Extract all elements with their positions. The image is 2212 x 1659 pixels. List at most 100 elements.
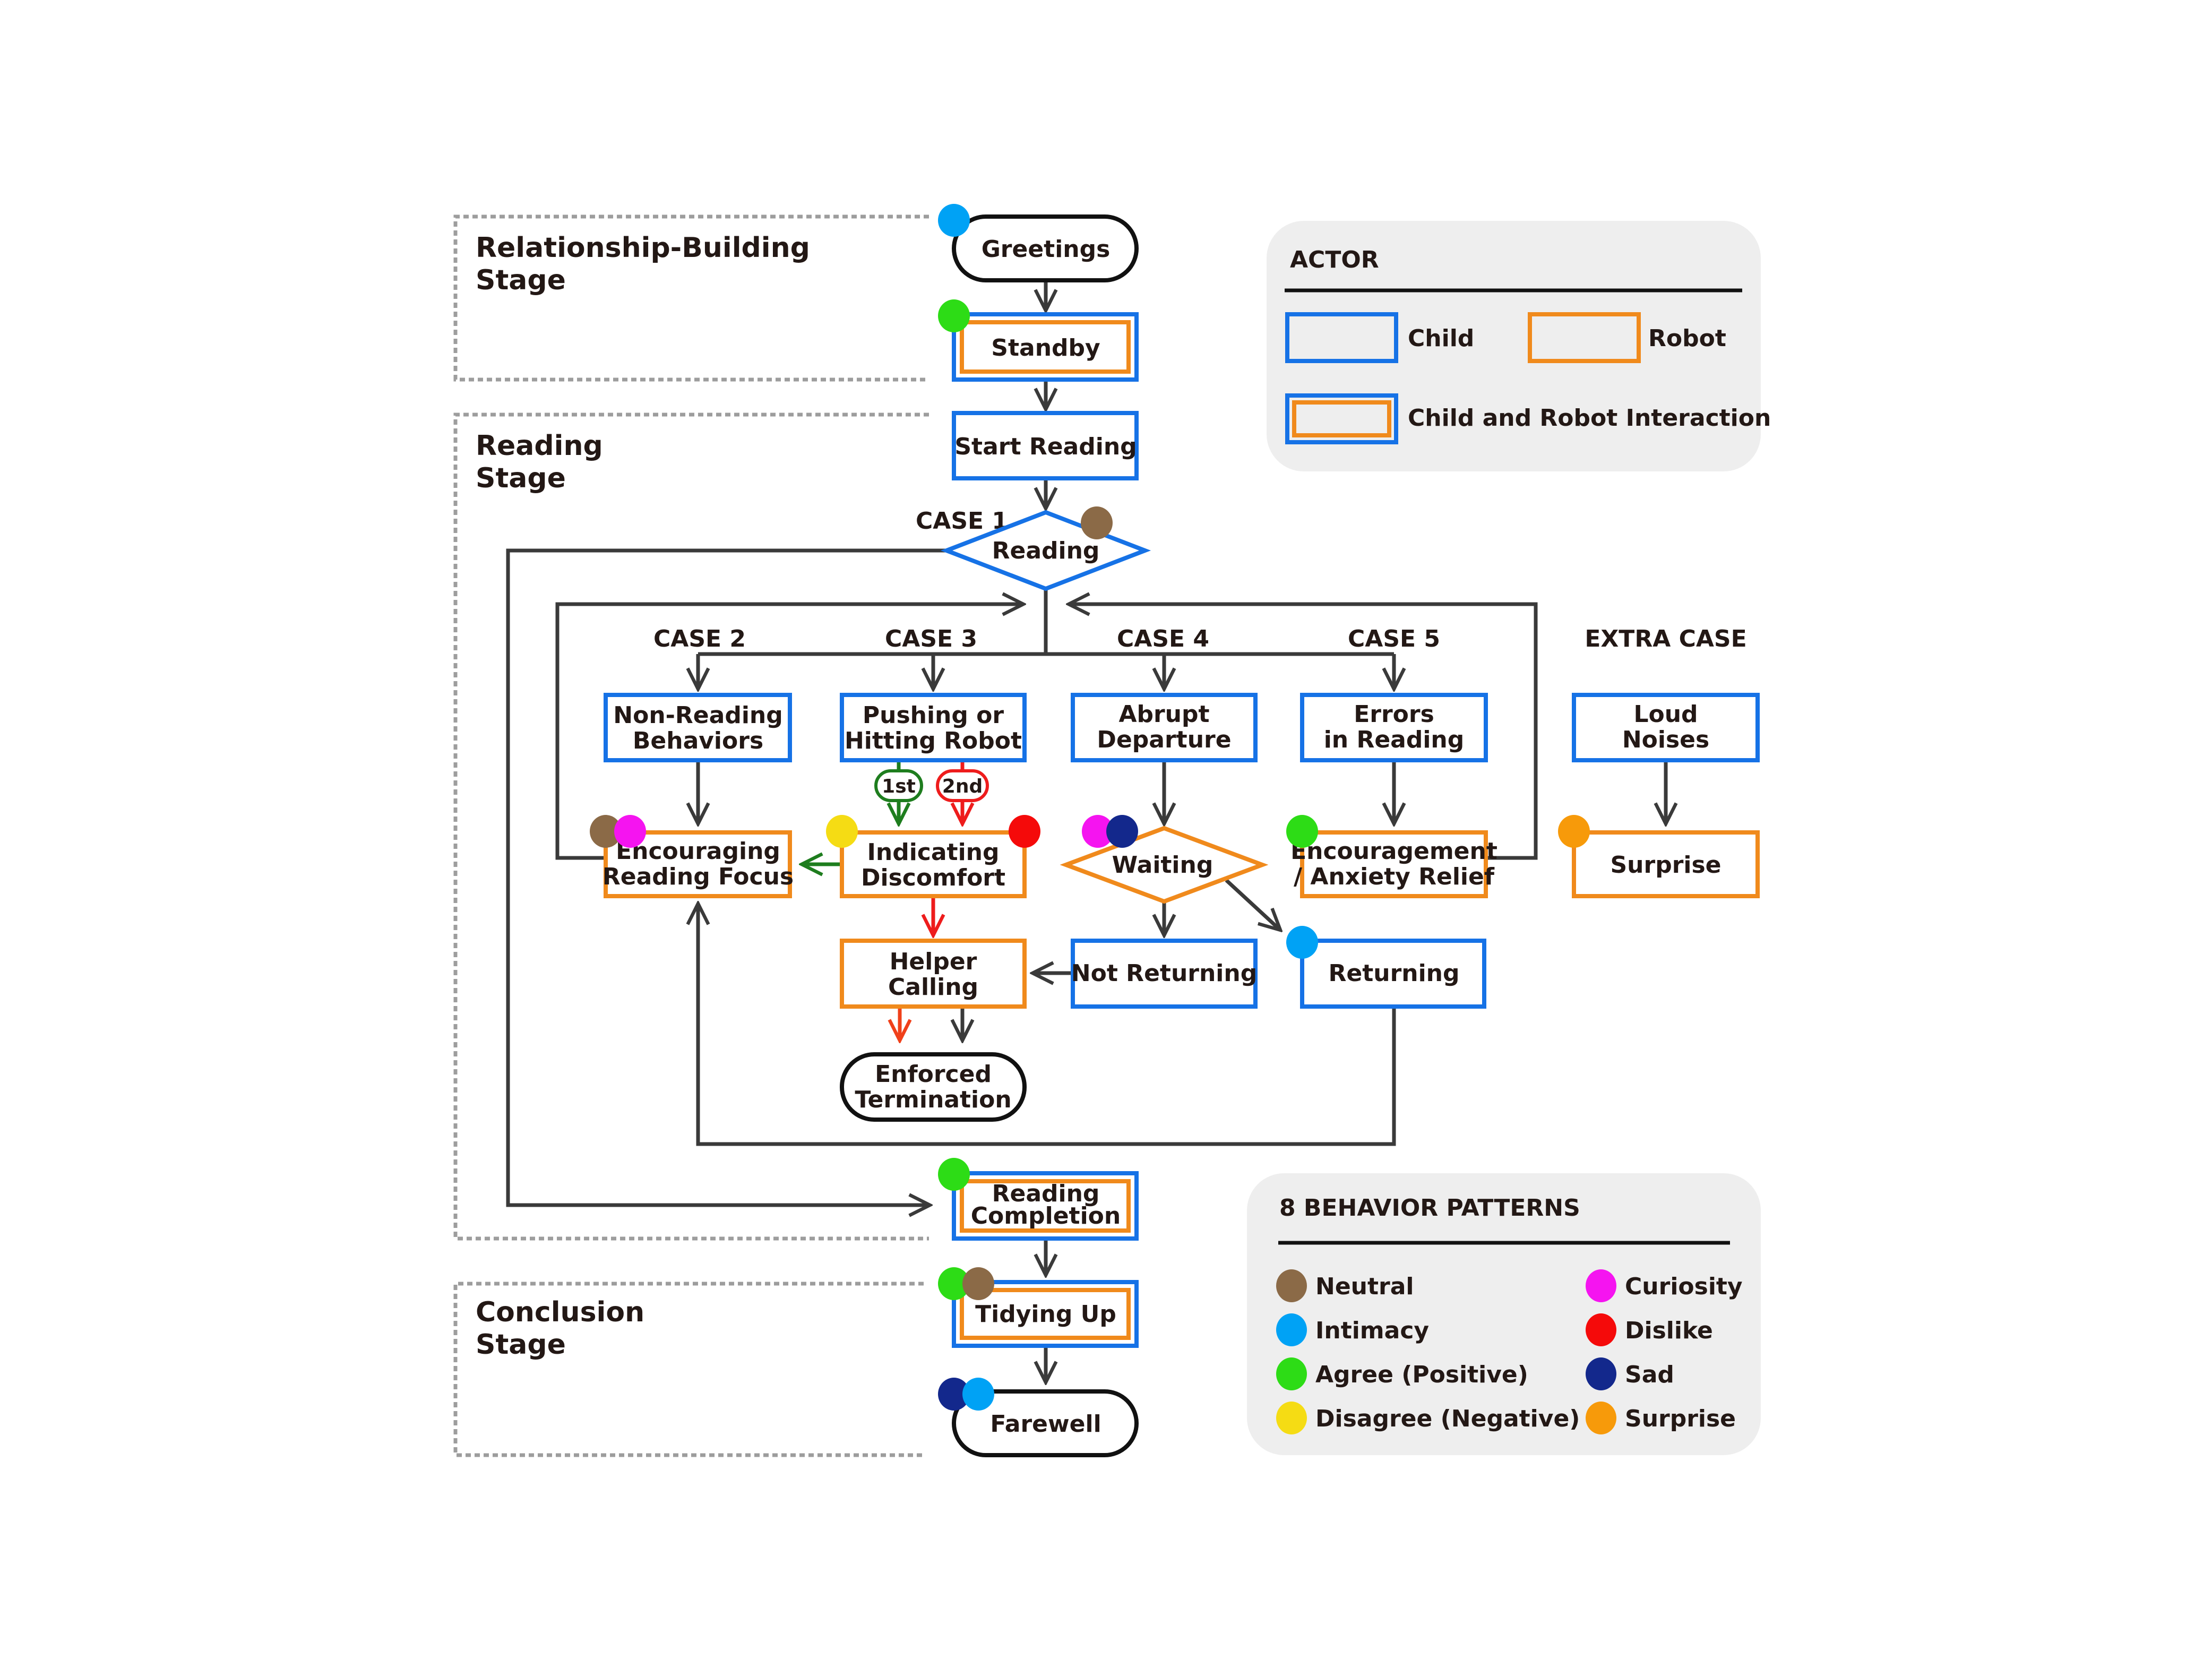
node-encouraging-reading-focus[interactable]: Encouraging Reading Focus	[603, 830, 794, 898]
legend-swatch-neutral	[1276, 1269, 1307, 1302]
legend-item-disagree: Disagree (Negative)	[1276, 1402, 1580, 1434]
node-surprise[interactable]: Surprise	[1572, 830, 1760, 898]
legend-child-swatch	[1285, 312, 1398, 363]
behavior-dot-agree	[938, 299, 970, 332]
legend-item-dislike: Dislike	[1586, 1313, 1713, 1346]
legend-swatch-disagree	[1276, 1402, 1307, 1434]
robot-frame	[960, 1288, 1131, 1340]
behavior-dot-surprise	[1558, 815, 1590, 848]
edges	[506, 280, 1666, 1382]
node-indicating-discomfort[interactable]: Indicating Discomfort	[840, 830, 1027, 898]
behavior-dot-sad	[1106, 815, 1138, 848]
stage-conclusion: Conclusion Stage	[453, 1282, 924, 1457]
legend-swatch-intimacy	[1276, 1313, 1307, 1346]
node-label-line2: Termination	[855, 1086, 1011, 1113]
legend-robot-label: Robot	[1648, 325, 1726, 352]
robot-frame	[960, 1179, 1131, 1233]
child-frame	[1572, 693, 1760, 762]
node-label-line2: / Anxiety Relief	[1294, 863, 1495, 890]
child-frame	[952, 411, 1139, 480]
node-label: Standby	[991, 334, 1100, 362]
child-frame	[840, 693, 1027, 762]
behavior-dot-neutral	[962, 1267, 994, 1300]
node-pushing-hitting[interactable]: Pushing or Hitting Robot	[840, 693, 1027, 762]
robot-frame	[840, 830, 1027, 898]
behavior-dot-disagree	[826, 815, 858, 848]
node-returning[interactable]: Returning	[1300, 939, 1486, 1009]
behavior-dot-intimacy	[962, 1378, 994, 1411]
node-start-reading[interactable]: Start Reading	[952, 411, 1139, 480]
case3-label: CASE 3	[885, 625, 977, 652]
nodes: Greetings Standby Start Reading Reading …	[603, 214, 1760, 1457]
legend-robot-swatch	[1528, 312, 1641, 363]
node-reading-completion[interactable]: Reading Completion	[952, 1171, 1139, 1241]
stage-reading: Reading Stage	[453, 412, 929, 1241]
node-label: Not Returning	[1071, 960, 1257, 987]
behavior-dots	[590, 204, 1590, 1411]
stage-title-line1: Relationship-Building	[476, 232, 810, 264]
node-label: Surprise	[1610, 852, 1721, 879]
node-loud-noises[interactable]: Loud Noises	[1572, 693, 1760, 762]
node-label: Start Reading	[954, 433, 1137, 460]
case1-label: CASE 1	[916, 508, 1008, 535]
legend-label-sad: Sad	[1625, 1361, 1674, 1388]
child-frame	[604, 693, 792, 762]
behavior-dot-agree	[938, 1267, 970, 1300]
robot-frame	[960, 320, 1131, 374]
stage-title-line1: Conclusion	[476, 1296, 644, 1328]
behavior-dot-intimacy	[1286, 926, 1318, 959]
behavior-dot-agree	[1286, 815, 1318, 848]
node-label-line1: Errors	[1354, 701, 1434, 728]
legend-item-neutral: Neutral	[1276, 1269, 1414, 1302]
badge-shape	[936, 769, 989, 802]
node-label-line2: Calling	[888, 974, 978, 1001]
edge-reading-completion	[506, 548, 946, 1205]
node-abrupt-departure[interactable]: Abrupt Departure	[1071, 693, 1258, 762]
terminal-shape	[952, 1389, 1139, 1457]
edge-waiting-returning	[1225, 879, 1280, 930]
actor-legend-title: ACTOR	[1290, 246, 1379, 273]
extra-case-label: EXTRA CASE	[1585, 625, 1746, 652]
legend-child-label: Child	[1408, 325, 1474, 352]
terminal-shape	[840, 1052, 1027, 1122]
stage-frame	[453, 1282, 924, 1457]
legend-item-agree: Agree (Positive)	[1276, 1357, 1528, 1390]
node-label-line1: Loud	[1633, 701, 1698, 728]
node-label-line1: Non-Reading	[613, 702, 782, 729]
node-label-line2: Departure	[1097, 726, 1231, 753]
legend-swatch-dislike	[1586, 1313, 1616, 1346]
node-standby[interactable]: Standby	[952, 312, 1139, 382]
terminal-shape	[952, 214, 1139, 282]
node-enforced-termination[interactable]: Enforced Termination	[840, 1052, 1027, 1122]
legend-item-intimacy: Intimacy	[1276, 1313, 1429, 1346]
legend-label-agree: Agree (Positive)	[1315, 1361, 1528, 1388]
node-label-line1: Abrupt	[1118, 701, 1209, 728]
node-farewell[interactable]: Farewell	[952, 1389, 1139, 1457]
node-waiting-decision[interactable]: Waiting	[1060, 826, 1269, 904]
node-greetings[interactable]: Greetings	[952, 214, 1139, 282]
legend-label-curiosity: Curiosity	[1625, 1273, 1743, 1300]
stage-title-line2: Stage	[476, 462, 566, 494]
stage-title-line2: Stage	[476, 264, 566, 296]
node-label: Returning	[1328, 960, 1459, 987]
node-label-line1: Encouraging	[616, 838, 780, 865]
badge-label: 2nd	[942, 776, 983, 797]
legend-item-curiosity: Curiosity	[1586, 1269, 1743, 1302]
node-non-reading-behaviors[interactable]: Non-Reading Behaviors	[604, 693, 792, 762]
node-label-line1: Reading	[992, 1180, 1100, 1207]
behavior-legend-title: 8 BEHAVIOR PATTERNS	[1279, 1194, 1580, 1222]
node-errors-in-reading[interactable]: Errors in Reading	[1300, 693, 1488, 762]
actor-legend: ACTOR Child Robot Child and Robot Intera…	[1267, 221, 1771, 471]
badge-label: 1st	[882, 776, 916, 797]
child-frame	[1300, 939, 1486, 1009]
stage-title-line2: Stage	[476, 1329, 566, 1361]
badge-second: 2nd	[936, 769, 989, 802]
badge-first: 1st	[874, 769, 923, 802]
node-helper-calling[interactable]: Helper Calling	[840, 939, 1027, 1009]
edge-encouraging-loop	[555, 604, 1023, 860]
node-encouragement-anxiety-relief[interactable]: Encouragement / Anxiety Relief	[1290, 830, 1497, 898]
legend-swatch-sad	[1586, 1357, 1616, 1390]
behavior-legend: 8 BEHAVIOR PATTERNS NeutralIntimacyAgree…	[1247, 1173, 1761, 1455]
node-not-returning[interactable]: Not Returning	[1071, 939, 1258, 1009]
